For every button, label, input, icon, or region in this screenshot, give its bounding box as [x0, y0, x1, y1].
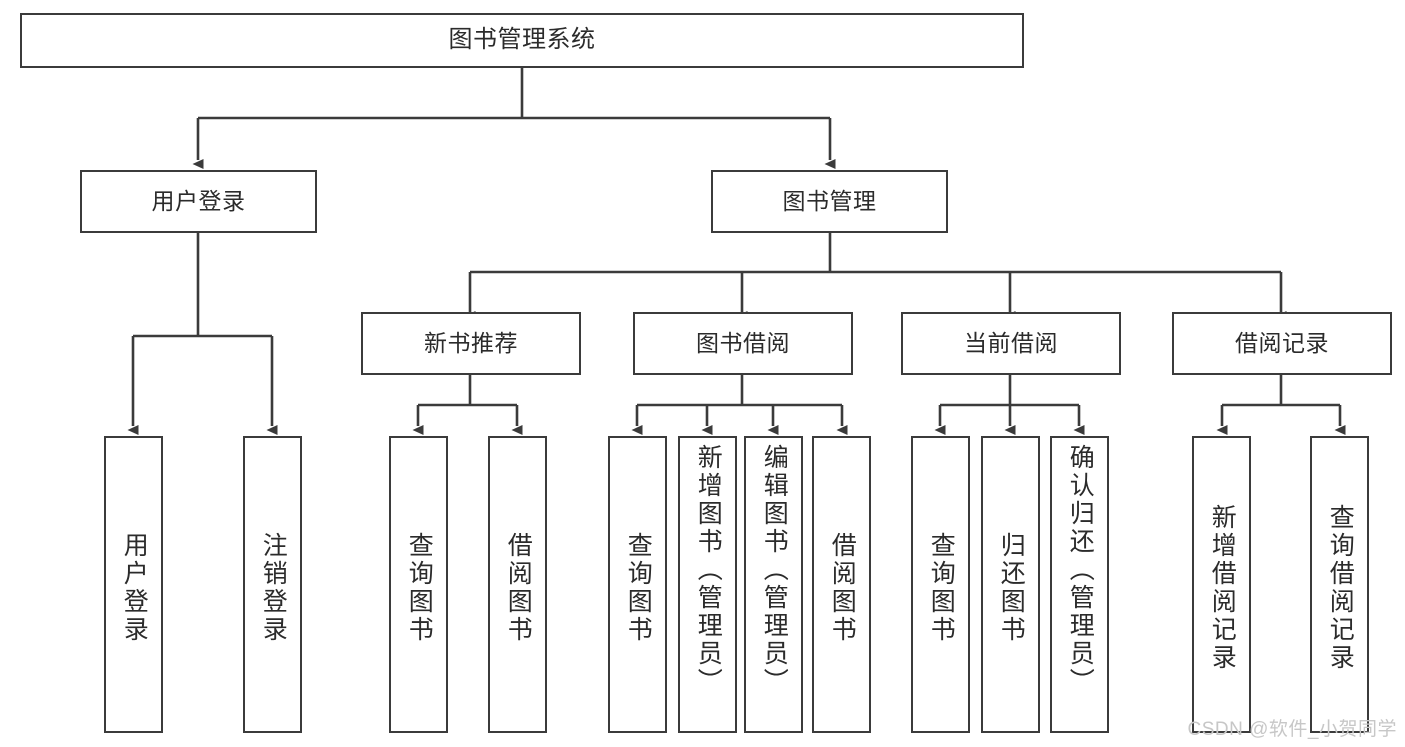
- node-label: 编辑图书（管理员）: [760, 444, 789, 696]
- node-label: 查询图书: [624, 531, 653, 644]
- node-label: 查询图书: [927, 531, 956, 644]
- node-root-book-management-system[interactable]: 图书管理系统: [20, 13, 1024, 68]
- node-label: 当前借阅: [964, 329, 1058, 356]
- csdn-watermark: CSDN @软件_小贺同学: [1187, 719, 1397, 740]
- node-book-borrow[interactable]: 图书借阅: [633, 312, 853, 375]
- node-label: 归还图书: [997, 531, 1026, 644]
- node-leaf-query-book-2[interactable]: 查询图书: [608, 436, 667, 733]
- node-label: 新增借阅记录: [1208, 503, 1237, 672]
- node-book-manage[interactable]: 图书管理: [711, 170, 948, 233]
- node-leaf-add-book[interactable]: 新增图书（管理员）: [678, 436, 737, 733]
- node-leaf-edit-book[interactable]: 编辑图书（管理员）: [744, 436, 803, 733]
- node-current-borrow[interactable]: 当前借阅: [901, 312, 1121, 375]
- node-leaf-query-book-3[interactable]: 查询图书: [911, 436, 970, 733]
- node-label: 查询借阅记录: [1326, 503, 1355, 672]
- node-leaf-user-login[interactable]: 用户登录: [104, 436, 163, 733]
- node-label: 图书管理: [782, 187, 877, 214]
- node-leaf-add-record[interactable]: 新增借阅记录: [1192, 436, 1251, 733]
- node-new-book-recommend[interactable]: 新书推荐: [361, 312, 581, 375]
- node-leaf-return-book[interactable]: 归还图书: [981, 436, 1040, 733]
- node-label: 借阅图书: [504, 531, 533, 644]
- node-leaf-confirm-return[interactable]: 确认归还（管理员）: [1050, 436, 1109, 733]
- node-label: 图书管理系统: [448, 26, 596, 54]
- node-leaf-borrow-book-1[interactable]: 借阅图书: [488, 436, 547, 733]
- node-user-login[interactable]: 用户登录: [80, 170, 317, 233]
- node-label: 新书推荐: [424, 329, 518, 356]
- node-leaf-borrow-book-2[interactable]: 借阅图书: [812, 436, 871, 733]
- node-label: 图书借阅: [696, 329, 790, 356]
- node-label: 查询图书: [405, 531, 434, 644]
- node-label: 借阅记录: [1235, 329, 1329, 356]
- node-leaf-logout-login[interactable]: 注销登录: [243, 436, 302, 733]
- node-leaf-query-record[interactable]: 查询借阅记录: [1310, 436, 1369, 733]
- node-label: 新增图书（管理员）: [694, 444, 723, 696]
- node-label: 确认归还（管理员）: [1066, 444, 1095, 696]
- node-borrow-record[interactable]: 借阅记录: [1172, 312, 1392, 375]
- node-label: 用户登录: [120, 531, 149, 644]
- node-label: 用户登录: [151, 187, 246, 214]
- node-label: 借阅图书: [828, 531, 857, 644]
- node-leaf-query-book-1[interactable]: 查询图书: [389, 436, 448, 733]
- node-label: 注销登录: [259, 531, 288, 644]
